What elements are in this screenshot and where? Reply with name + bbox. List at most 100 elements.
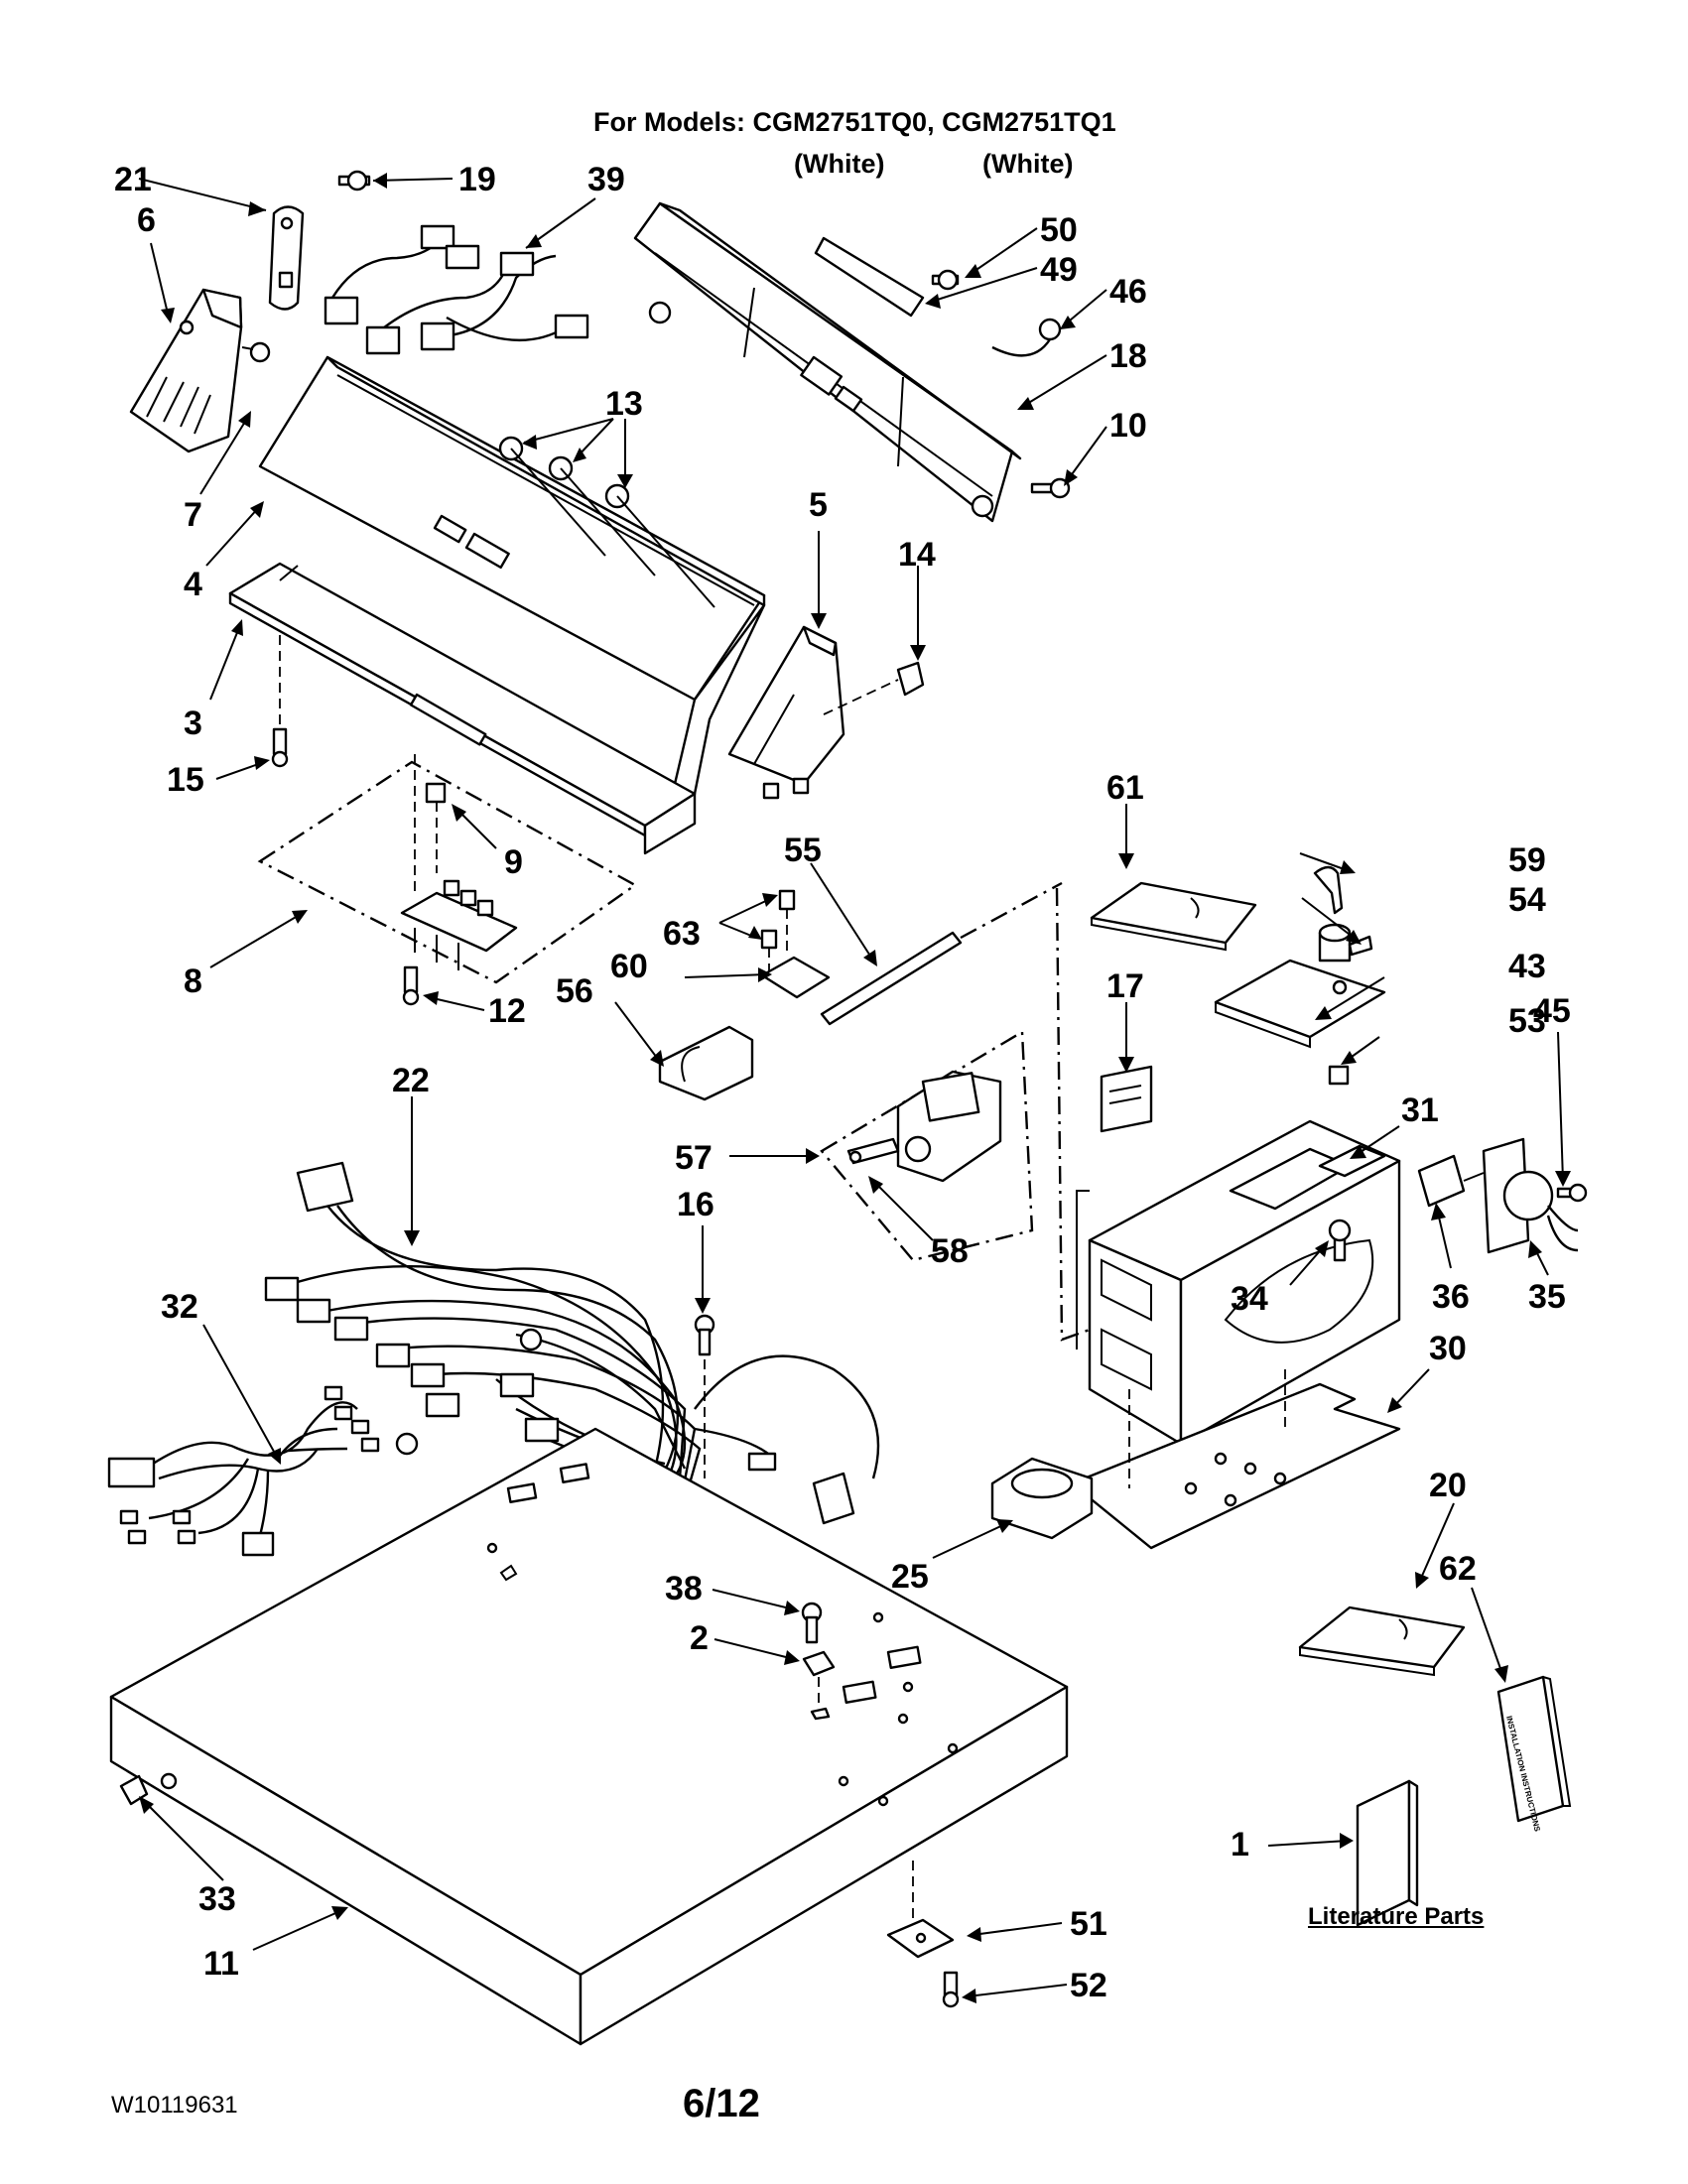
callout-39: 39 <box>587 161 625 198</box>
callout-32: 32 <box>161 1288 198 1326</box>
callout-51: 51 <box>1070 1905 1107 1943</box>
part-25-cup <box>990 1457 1094 1540</box>
part-43-cover <box>1214 959 1386 1049</box>
part-61-pad <box>1090 881 1257 952</box>
part-46-ground-wire <box>991 318 1062 357</box>
part-19-screw <box>337 170 371 192</box>
callout-10: 10 <box>1109 407 1147 445</box>
callout-61: 61 <box>1106 769 1144 807</box>
callout-62: 62 <box>1439 1550 1477 1588</box>
callout-45: 45 <box>1533 992 1571 1030</box>
part-60-plate <box>760 956 831 999</box>
color-note-1: (White) <box>794 149 885 179</box>
callout-59: 59 <box>1508 841 1546 879</box>
part-2-clip <box>802 1650 836 1721</box>
callout-43: 43 <box>1508 948 1546 985</box>
callout-60: 60 <box>610 948 648 985</box>
callout-2: 2 <box>690 1619 709 1657</box>
part-45-screw <box>1556 1183 1588 1203</box>
callout-20: 20 <box>1429 1467 1467 1504</box>
part-58-plunger <box>846 1137 900 1165</box>
part-35-timer-motor <box>1482 1137 1579 1254</box>
callout-13: 13 <box>605 385 643 423</box>
part-62-install-instructions: INSTALLATION INSTRUCTIONS <box>1496 1675 1572 1833</box>
callout-38: 38 <box>665 1570 703 1607</box>
callout-49: 49 <box>1040 251 1078 289</box>
callout-14: 14 <box>898 536 936 574</box>
part-63-screws <box>760 889 796 972</box>
part-11-top <box>109 1427 1069 2046</box>
part-51-bracket <box>886 1861 955 1959</box>
callout-8: 8 <box>184 963 202 1000</box>
callout-19: 19 <box>458 161 496 198</box>
callout-63: 63 <box>663 915 701 953</box>
part-50-screw <box>931 269 960 291</box>
callout-34: 34 <box>1231 1280 1268 1318</box>
callout-18: 18 <box>1109 337 1147 375</box>
part-57-solenoid-assembly <box>820 1029 1034 1262</box>
callout-7: 7 <box>184 496 202 534</box>
callout-12: 12 <box>488 992 526 1030</box>
callout-22: 22 <box>392 1062 430 1099</box>
callout-15: 15 <box>167 761 204 799</box>
literature-parts-caption: Literature Parts <box>1308 1903 1485 1930</box>
part-20-pad <box>1298 1606 1466 1677</box>
part-17-label <box>1100 1065 1153 1133</box>
callout-57: 57 <box>675 1139 713 1177</box>
part-49-board <box>814 236 925 318</box>
callout-58: 58 <box>931 1232 969 1270</box>
part-5-end-cap <box>727 625 845 800</box>
part-54-lock <box>1318 923 1373 963</box>
part-1-use-care-guide <box>1356 1779 1419 1927</box>
callout-16: 16 <box>677 1186 714 1223</box>
part-55-rod <box>820 881 1063 1026</box>
part-21-bracket <box>268 205 305 311</box>
callout-55: 55 <box>784 832 822 869</box>
callout-50: 50 <box>1040 211 1078 249</box>
part-52-screw <box>942 1971 960 2008</box>
color-note-2: (White) <box>982 149 1074 179</box>
callout-52: 52 <box>1070 1967 1107 2004</box>
part-7-screw <box>241 341 271 363</box>
leader-lines <box>138 173 1571 2003</box>
callout-35: 35 <box>1528 1278 1566 1316</box>
part-38-screw <box>801 1602 823 1644</box>
part-6-end-cap <box>129 288 243 453</box>
part-30-base-plate <box>1070 1369 1401 1550</box>
callout-53: 53 <box>1508 1002 1546 1040</box>
callout-17: 17 <box>1106 967 1144 1005</box>
part-12-screw <box>402 965 420 1006</box>
callout-6: 6 <box>137 201 156 239</box>
part-8-control-assembly <box>257 754 638 984</box>
callout-54: 54 <box>1508 881 1546 919</box>
part-18-back-panel <box>633 201 1022 523</box>
doc-number: W10119631 <box>111 2092 238 2119</box>
part-15-screw <box>271 635 289 768</box>
callout-36: 36 <box>1432 1278 1470 1316</box>
part-10-screw <box>1030 477 1071 499</box>
callout-46: 46 <box>1109 273 1147 311</box>
callout-31: 31 <box>1401 1092 1439 1129</box>
part-16-screw <box>694 1314 715 1506</box>
part-14-clip <box>823 661 925 715</box>
callout-21: 21 <box>114 161 152 198</box>
part-36-gear <box>1417 1154 1485 1208</box>
callout-3: 3 <box>184 705 202 742</box>
callout-9: 9 <box>504 843 523 881</box>
part-53-nut <box>1328 1065 1350 1086</box>
part-34-screw <box>1328 1219 1352 1262</box>
callout-56: 56 <box>556 972 593 1010</box>
callout-30: 30 <box>1429 1330 1467 1367</box>
callout-4: 4 <box>184 566 202 603</box>
callout-labels: 21 19 39 6 50 49 46 18 13 7 10 4 5 14 3 … <box>114 161 1571 2004</box>
part-39-wire-harness <box>324 224 589 355</box>
callout-11: 11 <box>203 1945 239 1983</box>
callout-1: 1 <box>1231 1826 1249 1863</box>
callout-5: 5 <box>809 486 828 524</box>
models-line: For Models: CGM2751TQ0, CGM2751TQ1 <box>593 107 1116 137</box>
part-56-latch <box>658 1025 754 1101</box>
part-32-wire-harness <box>107 1385 380 1557</box>
callout-33: 33 <box>198 1880 236 1918</box>
